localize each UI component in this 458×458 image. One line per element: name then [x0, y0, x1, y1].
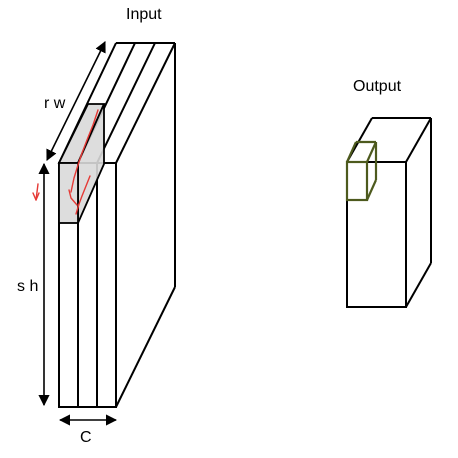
output-volume [346, 117, 432, 308]
rw-label: r w [44, 95, 66, 112]
output-cell [345, 140, 378, 202]
window-front-face [58, 162, 79, 224]
scan-trace [68, 189, 78, 206]
scan-trace [35, 183, 39, 201]
output-cell-edge [365, 179, 378, 201]
output-title: Output [353, 78, 402, 95]
dimension-arrows [38, 40, 118, 426]
output-top-right-edge [405, 117, 432, 163]
c-label: C [80, 429, 92, 446]
input-volume [58, 42, 176, 408]
output-front-face [346, 161, 407, 308]
input-bottom-depth-edge [115, 286, 176, 408]
rw-arrow [46, 40, 106, 162]
scan-trace [75, 175, 91, 215]
top-depth-edge [96, 42, 156, 164]
output-cell-edge [345, 141, 358, 163]
sh-label: s h [17, 278, 38, 295]
output-bottom-depth-edge [405, 262, 432, 308]
output-cell-front [345, 160, 369, 202]
input-title: Input [126, 6, 162, 23]
output-cell-edge [365, 141, 378, 163]
top-depth-edge [115, 42, 176, 164]
scan-trace [32, 192, 40, 201]
